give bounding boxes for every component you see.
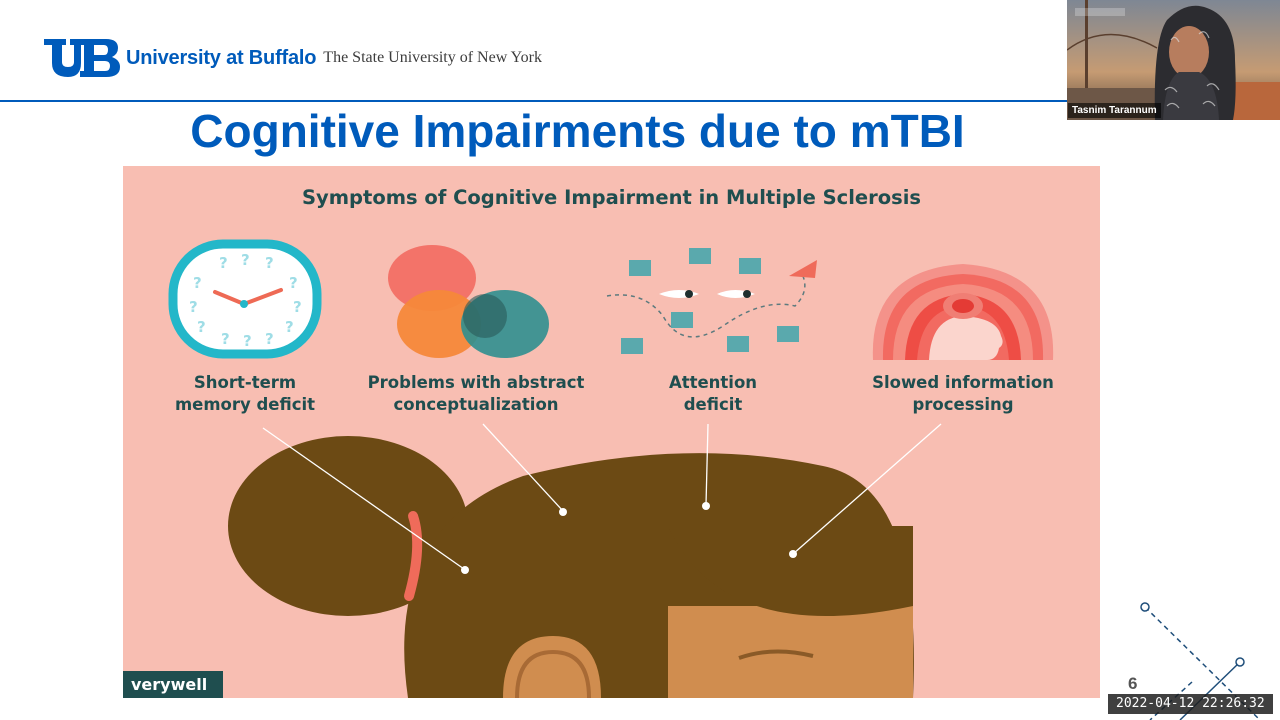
infographic-title: Symptoms of Cognitive Impairment in Mult… (301, 186, 922, 209)
clock-icon: ??? ?? ?? ?? ??? (168, 239, 322, 359)
svg-text:?: ? (197, 318, 206, 336)
infographic-image: ??? ?? ?? ?? ??? (123, 166, 1100, 698)
svg-text:?: ? (265, 254, 274, 272)
brand-name: University at Buffalo (126, 46, 317, 69)
symptom-label-processing: Slowed information processing (872, 373, 1054, 414)
venn-diagram-icon (388, 245, 549, 358)
svg-text:?: ? (285, 318, 294, 336)
svg-text:?: ? (219, 254, 228, 272)
pointer-dot (789, 550, 797, 558)
participant-name: Tasnim Tarannum (1068, 103, 1161, 118)
svg-text:?: ? (241, 251, 250, 269)
university-brand: University at Buffalo The State Universi… (44, 38, 542, 78)
header-divider (0, 100, 1068, 102)
pointer-dot (461, 566, 469, 574)
svg-text:?: ? (289, 274, 298, 292)
pointer-dot (559, 508, 567, 516)
svg-text:?: ? (221, 330, 230, 348)
pointer-dot (702, 502, 710, 510)
head-radiating-icon (872, 264, 1054, 360)
svg-text:?: ? (193, 274, 202, 292)
svg-text:?: ? (265, 330, 274, 348)
webcam-feed (1067, 0, 1280, 120)
brand-subtitle: The State University of New York (323, 49, 542, 66)
slide-title: Cognitive Impairments due to mTBI (190, 105, 965, 157)
recording-timestamp: 2022-04-12 22:26:32 (1108, 694, 1273, 714)
source-badge: verywell (123, 671, 223, 698)
scattered-squares-icon (606, 248, 817, 354)
symptom-label-attention: Attention deficit (668, 373, 758, 414)
page-number: 6 (1128, 674, 1138, 693)
symptom-label-abstract: Problems with abstract conceptualization (367, 373, 585, 414)
symptom-label-memory: Short-term memory deficit (174, 373, 316, 414)
leader-lines (262, 423, 942, 570)
svg-text:?: ? (293, 298, 302, 316)
svg-text:?: ? (243, 332, 252, 350)
ub-logo-icon (44, 39, 120, 77)
hair-illustration (228, 436, 914, 698)
webcam-video[interactable]: Tasnim Tarannum (1067, 0, 1280, 120)
svg-text:?: ? (189, 298, 198, 316)
